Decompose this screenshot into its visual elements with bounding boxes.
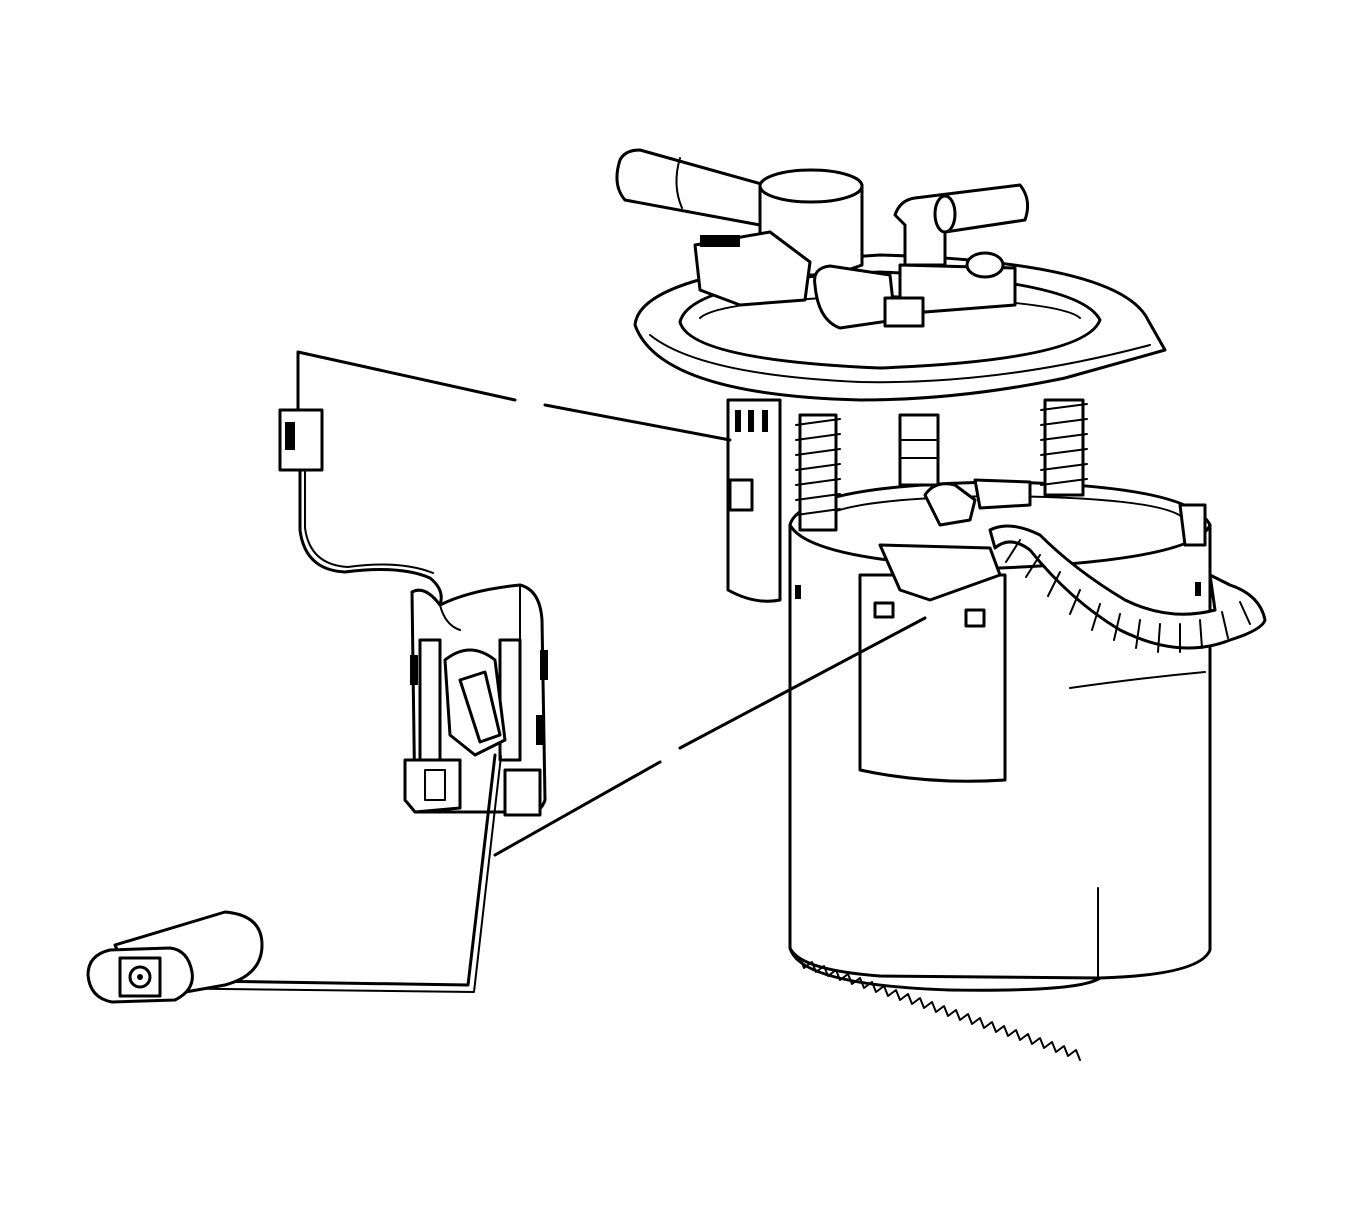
sensor-float-arm — [138, 753, 502, 993]
fuel-level-sensor — [403, 583, 548, 817]
internal-clip — [923, 478, 1032, 527]
leader-line-connector — [296, 350, 732, 442]
guide-rods-springs — [795, 398, 1088, 532]
sensor-float — [86, 910, 264, 1004]
corrugated-harness — [988, 524, 1267, 653]
sensor-wiring-connector — [278, 408, 443, 607]
reservoir-canister — [788, 480, 1212, 1061]
top-fittings — [615, 148, 1030, 330]
pump-motor — [726, 398, 782, 603]
leader-line-sensor — [493, 616, 927, 857]
fuel-pump-module — [615, 148, 1267, 1061]
